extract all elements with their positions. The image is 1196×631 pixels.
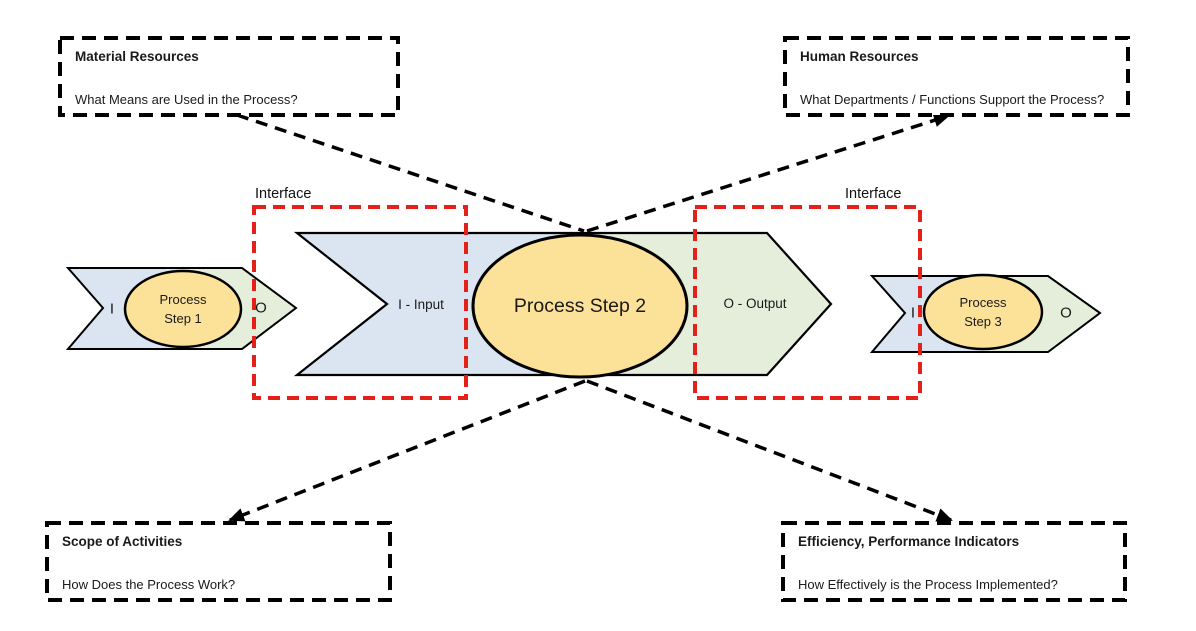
human-resources-box-border: [783, 36, 1130, 117]
process-step-1-ellipse: [123, 269, 243, 349]
scope-of-activities-box: Scope of Activities How Does the Process…: [47, 523, 390, 600]
process-arrow-2-outline: [293, 231, 833, 377]
step1-label-line2: Step 1: [164, 311, 202, 326]
step3-label-line1: Process: [959, 295, 1007, 310]
efficiency-indicators-box-border: [781, 521, 1127, 602]
step3-label: Process Step 3: [960, 293, 1007, 331]
interface-box-left: [252, 205, 468, 400]
step1-input-label: I: [109, 300, 115, 318]
efficiency-indicators-question: How Effectively is the Process Implement…: [798, 577, 1058, 592]
process-arrow-3-outline: [869, 275, 1102, 353]
human-resources-title: Human Resources: [800, 49, 919, 64]
step1-output-label: O: [255, 299, 267, 317]
interface-label-right: Interface: [845, 186, 902, 202]
step1-label-line1: Process: [159, 292, 207, 307]
efficiency-indicators-box: Efficiency, Performance Indicators How E…: [783, 523, 1125, 600]
process-step-2-ellipse: [471, 233, 689, 379]
process-step-3-ellipse: [922, 273, 1044, 351]
scope-of-activities-title: Scope of Activities: [62, 534, 183, 549]
material-resources-box: Material Resources What Means are Used i…: [60, 38, 398, 115]
connector-material-resources: [236, 113, 585, 233]
human-resources-box: Human Resources What Departments / Funct…: [785, 38, 1128, 115]
step3-input-label: I: [910, 304, 916, 322]
connector-human-resources: [586, 113, 950, 233]
material-resources-title: Material Resources: [75, 49, 199, 64]
human-resources-question: What Departments / Functions Support the…: [800, 92, 1105, 107]
material-resources-box-border: [58, 36, 400, 117]
material-resources-question: What Means are Used in the Process?: [75, 92, 298, 107]
interface-label-left: Interface: [255, 186, 312, 202]
connector-efficiency-indicators: [586, 379, 953, 522]
step3-output-label: O: [1060, 304, 1072, 322]
step2-label: Process Step 2: [513, 294, 647, 317]
process-arrow-1-outline: [65, 267, 298, 350]
step3-label-line2: Step 3: [964, 314, 1002, 329]
scope-of-activities-box-border: [45, 521, 392, 602]
step2-output-label: O - Output: [723, 296, 787, 312]
scope-of-activities-question: How Does the Process Work?: [62, 577, 236, 592]
step2-input-label: I - Input: [398, 297, 444, 313]
step1-label: Process Step 1: [160, 290, 207, 328]
efficiency-indicators-title: Efficiency, Performance Indicators: [798, 534, 1020, 549]
connector-scope-of-activities: [228, 379, 586, 522]
